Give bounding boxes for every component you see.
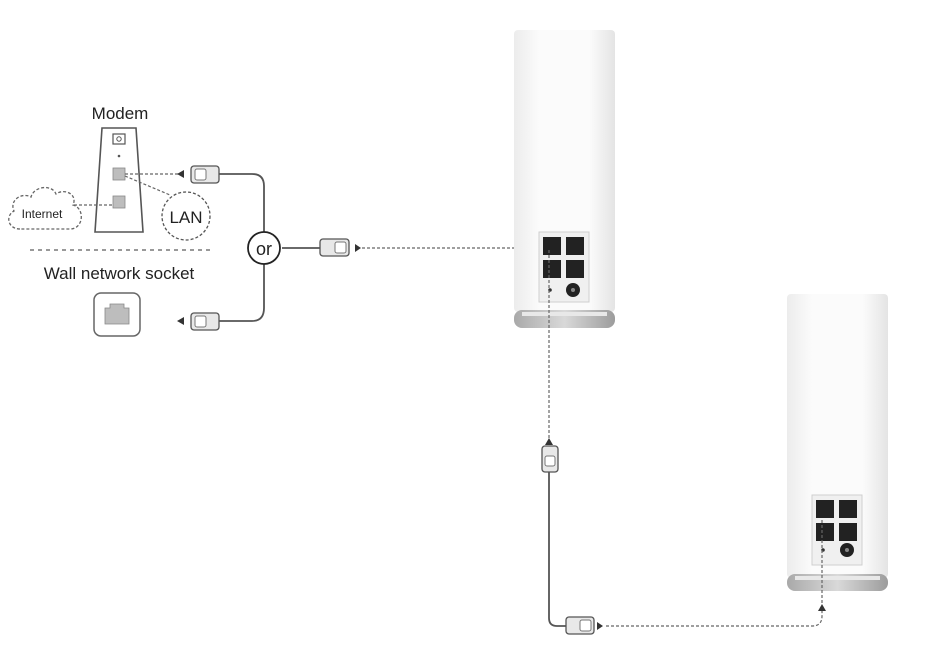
arrow-left-icon [177,170,184,178]
router-2 [787,294,888,591]
ethernet-plug-icon [541,445,559,473]
cloud-icon [8,186,82,230]
arrow-right-icon [355,244,361,252]
arrow-up-icon [545,438,553,445]
ethernet-plug-icon [319,238,350,257]
router-2-port-panel [811,494,863,566]
ethernet-plug-icon [565,616,595,635]
modem-label: Modem [92,104,149,123]
lan-label: LAN [169,208,202,227]
cable-bottom [218,264,265,322]
lan-dashed-link [124,175,171,196]
lan-port-icon [161,191,211,241]
router-1-lan-port [543,237,561,255]
router-1-lan-port [566,237,584,255]
cable-router-link [548,472,567,627]
or-label: or [256,239,272,259]
router-2-lan-port [839,500,857,518]
router-1-lan-port [543,260,561,278]
ethernet-plug-icon [190,312,220,331]
wall-socket-icon [93,292,141,337]
ethernet-plug-icon [190,165,220,184]
arrow-up-icon [818,604,826,611]
dashed-to-router-2 [606,610,823,627]
cable-top [218,173,265,232]
arrow-right-icon [597,622,603,630]
router-1-port-panel [538,231,590,303]
internet-label: Internet [22,207,63,221]
or-circle [247,231,281,265]
router-1-lan-port [566,260,584,278]
wall-socket-label: Wall network socket [44,264,195,283]
router-2-lan-port [816,523,834,541]
router-2-lan-port [816,500,834,518]
router-1 [514,30,615,328]
router-2-lan-port [839,523,857,541]
arrow-left-icon [177,317,184,325]
modem-icon [94,127,144,233]
